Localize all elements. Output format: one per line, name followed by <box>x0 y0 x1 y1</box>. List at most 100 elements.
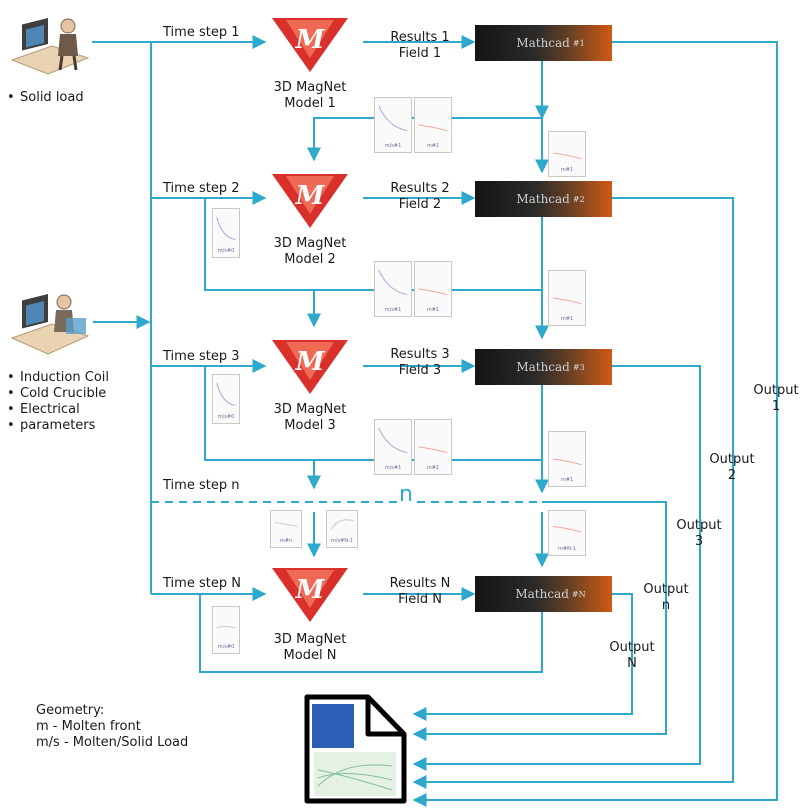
model-2-line2: Model 2 <box>284 252 336 267</box>
output-1-line2: 1 <box>771 399 781 414</box>
coil-bullet-parameters: parameters <box>4 418 109 434</box>
model-N-line1: 3D MagNet <box>273 632 347 647</box>
model-1-caption: 3D MagNet Model 1 <box>262 80 358 112</box>
mathcad-block-3: Mathcad#3 <box>475 349 612 385</box>
solid-load-worker-icon <box>10 18 90 75</box>
magnet-logo-1: M <box>272 18 348 72</box>
field-2-text: Field 2 <box>398 197 442 212</box>
thumb-m-2b-caption: m#1 <box>560 316 574 322</box>
thumb-m-2b: m#1 <box>548 270 586 326</box>
output-3-wire <box>412 365 701 771</box>
mathcad-N-text: Mathcad <box>515 587 569 601</box>
results-N-text: Results N <box>389 576 451 591</box>
model-3-caption: 3D MagNet Model 3 <box>262 402 358 434</box>
output-n-label: Output n <box>636 582 696 614</box>
coil-bullet-electrical: Electrical <box>4 402 109 418</box>
results-3-text: Results 3 <box>390 347 450 362</box>
magnet-logo-3: M <box>272 340 348 394</box>
magnet-logo-2: M <box>272 174 348 228</box>
model-1-line1: 3D MagNet <box>273 80 347 95</box>
output-3-line2: 3 <box>694 534 704 549</box>
thumb-sm-2-caption: m/s#0 <box>217 248 235 254</box>
time-step-2-label: Time step 2 <box>163 181 240 196</box>
results-2-label: Results 2 Field 2 <box>374 181 466 213</box>
geometry-molten-solid: m/s - Molten/Solid Load <box>36 735 189 750</box>
magnet-logo-N: M <box>272 568 348 622</box>
time-step-N-label: Time step N <box>163 576 241 591</box>
mathcad-block-2: Mathcad#2 <box>475 181 612 217</box>
svg-text:M: M <box>295 181 326 211</box>
thumb-sm-3-caption: m/s#0 <box>217 414 235 420</box>
induction-coil-worker-icon <box>10 294 90 355</box>
geometry-title: Geometry: <box>36 703 105 718</box>
thumb-m-2: m#1 <box>414 261 452 317</box>
mathcad-2-tag: #2 <box>572 194 585 204</box>
coil-bullet-crucible: Cold Crucible <box>4 386 109 402</box>
geometry-legend: Geometry: m - Molten front m/s - Molten/… <box>36 703 188 751</box>
field-N-text: Field N <box>398 592 442 607</box>
results-1-text: Results 1 <box>390 30 450 45</box>
output-2-line2: 2 <box>727 468 737 483</box>
results-1-label: Results 1 Field 1 <box>374 30 466 62</box>
thumb-ms-1: m/s#1 <box>374 97 412 153</box>
svg-text:M: M <box>295 347 326 377</box>
model-2-caption: 3D MagNet Model 2 <box>262 236 358 268</box>
output-2-label: Output 2 <box>702 452 762 484</box>
results-N-label: Results N Field N <box>374 576 466 608</box>
thumb-mn-caption: m#n <box>279 538 293 544</box>
time-step-3-label: Time step 3 <box>163 349 240 364</box>
thumb-m-1-caption: m#1 <box>426 143 440 149</box>
geometry-molten-front: m - Molten front <box>36 719 141 734</box>
thumb-mn1: m#N-1 <box>548 510 586 556</box>
output-1-wire <box>412 41 778 807</box>
model-2-line1: 3D MagNet <box>273 236 347 251</box>
model-3-line2: Model 3 <box>284 418 336 433</box>
output-N-line2: N <box>627 656 637 671</box>
output-2-line1: Output <box>709 452 755 467</box>
thumb-sm-2: m/s#0 <box>212 208 240 258</box>
mathcad-block-1: Mathcad#1 <box>475 25 612 61</box>
time-step-1-label: Time step 1 <box>163 25 240 40</box>
mathcad-1-text: Mathcad <box>516 36 570 50</box>
mathcad-N-tag: #N <box>571 589 586 599</box>
time-step-n-label: Time step n <box>163 478 240 493</box>
solid-load-bullets: Solid load <box>4 90 84 106</box>
thumb-m-3: m#1 <box>414 419 452 475</box>
time-step-n-marker: n <box>397 482 415 507</box>
output-n-line2: n <box>661 598 671 613</box>
thumb-m-1: m#1 <box>414 97 452 153</box>
model-3-line1: 3D MagNet <box>273 402 347 417</box>
output-N-line1: Output <box>609 640 655 655</box>
mathcad-1-tag: #1 <box>572 38 585 48</box>
output-3-label: Output 3 <box>669 518 729 550</box>
thumb-ms-2: m/s#1 <box>374 261 412 317</box>
thumb-mn1-caption: m#N-1 <box>558 546 576 552</box>
output-N-wire <box>412 593 633 721</box>
thumb-ms-3-caption: m/s#1 <box>384 465 402 471</box>
model-1-line2: Model 1 <box>284 96 336 111</box>
svg-text:M: M <box>295 575 326 605</box>
thumb-m-3-caption: m#1 <box>426 465 440 471</box>
thumb-m-1b-caption: m#1 <box>560 167 574 173</box>
output-1-line1: Output <box>753 383 799 398</box>
thumb-sm-N: m/s#0 <box>212 606 240 654</box>
mathcad-2-text: Mathcad <box>516 192 570 206</box>
mathcad-block-N: Mathcad#N <box>475 576 612 612</box>
svg-text:M: M <box>295 25 326 55</box>
thumb-sm-3: m/s#0 <box>212 374 240 424</box>
output-3-line1: Output <box>676 518 722 533</box>
output-n-wire <box>412 501 667 741</box>
output-2-wire <box>412 197 734 789</box>
thumb-msn: m/s#N-1 <box>326 510 358 548</box>
thumb-ms-1-caption: m/s#1 <box>384 143 402 149</box>
thumb-m-3b: m#1 <box>548 431 586 487</box>
mathcad-3-tag: #3 <box>572 362 585 372</box>
field-3-text: Field 3 <box>398 363 442 378</box>
results-3-label: Results 3 Field 3 <box>374 347 466 379</box>
thumb-m-2-caption: m#1 <box>426 307 440 313</box>
thumb-ms-2-caption: m/s#1 <box>384 307 402 313</box>
thumb-m-3b-caption: m#1 <box>560 477 574 483</box>
output-document-icon <box>304 694 407 804</box>
output-n-line1: Output <box>643 582 689 597</box>
